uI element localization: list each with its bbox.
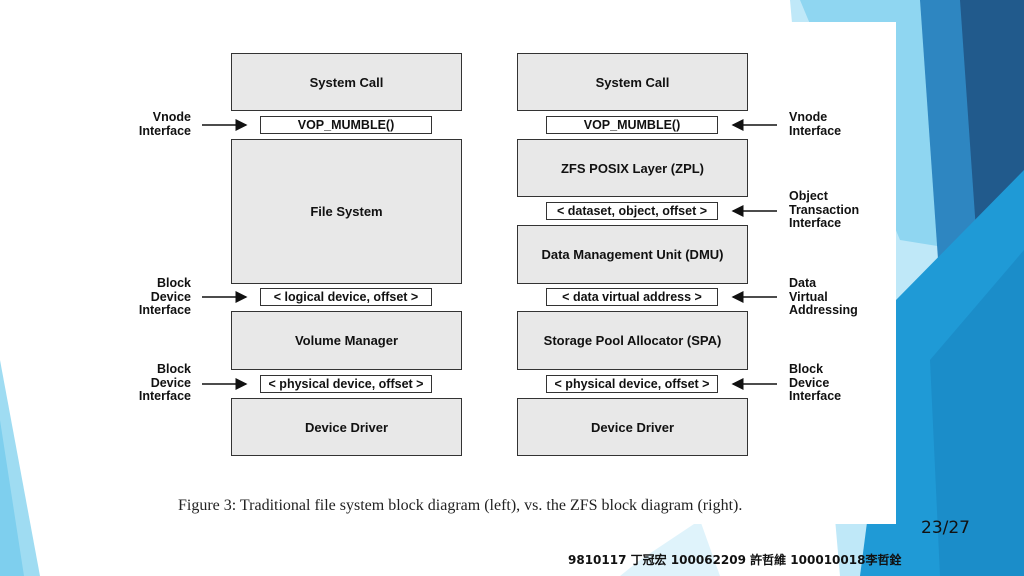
figure-caption: Figure 3: Traditional file system block … [178, 497, 743, 514]
right-spa-box: Storage Pool Allocator (SPA) [517, 311, 748, 370]
right-vnode-interface-box: VOP_MUMBLE() [546, 116, 718, 134]
left-block-interface-2-box: < physical device, offset > [260, 375, 432, 393]
right-zpl-box: ZFS POSIX Layer (ZPL) [517, 139, 748, 197]
left-volume-manager-box: Volume Manager [231, 311, 462, 370]
left-system-call-box: System Call [231, 53, 462, 111]
slide-footer: 9810117 丁冠宏 100062209 許哲維 100010018李哲銓 [568, 553, 902, 567]
left-device-driver-box: Device Driver [231, 398, 462, 456]
slide-content-panel [98, 22, 896, 524]
right-vnode-label: Vnode Interface [789, 110, 842, 138]
left-block-label-1: Block Device Interface [138, 276, 191, 317]
right-device-driver-box: Device Driver [517, 398, 748, 456]
page-number: 23/27 [921, 518, 970, 538]
left-block-interface-1-box: < logical device, offset > [260, 288, 432, 306]
left-vnode-label: Vnode Interface [138, 110, 191, 138]
right-object-label: Object Transaction Interface [789, 189, 860, 230]
left-block-label-2: Block Device Interface [138, 362, 191, 403]
left-file-system-box: File System [231, 139, 462, 284]
right-block-label: Block Device Interface [789, 362, 842, 403]
right-system-call-box: System Call [517, 53, 748, 111]
left-vnode-interface-box: VOP_MUMBLE() [260, 116, 432, 134]
right-dmu-box: Data Management Unit (DMU) [517, 225, 748, 284]
right-object-interface-box: < dataset, object, offset > [546, 202, 718, 220]
right-dva-label: Data Virtual Addressing [789, 276, 858, 317]
right-block-interface-box: < physical device, offset > [546, 375, 718, 393]
right-dva-interface-box: < data virtual address > [546, 288, 718, 306]
